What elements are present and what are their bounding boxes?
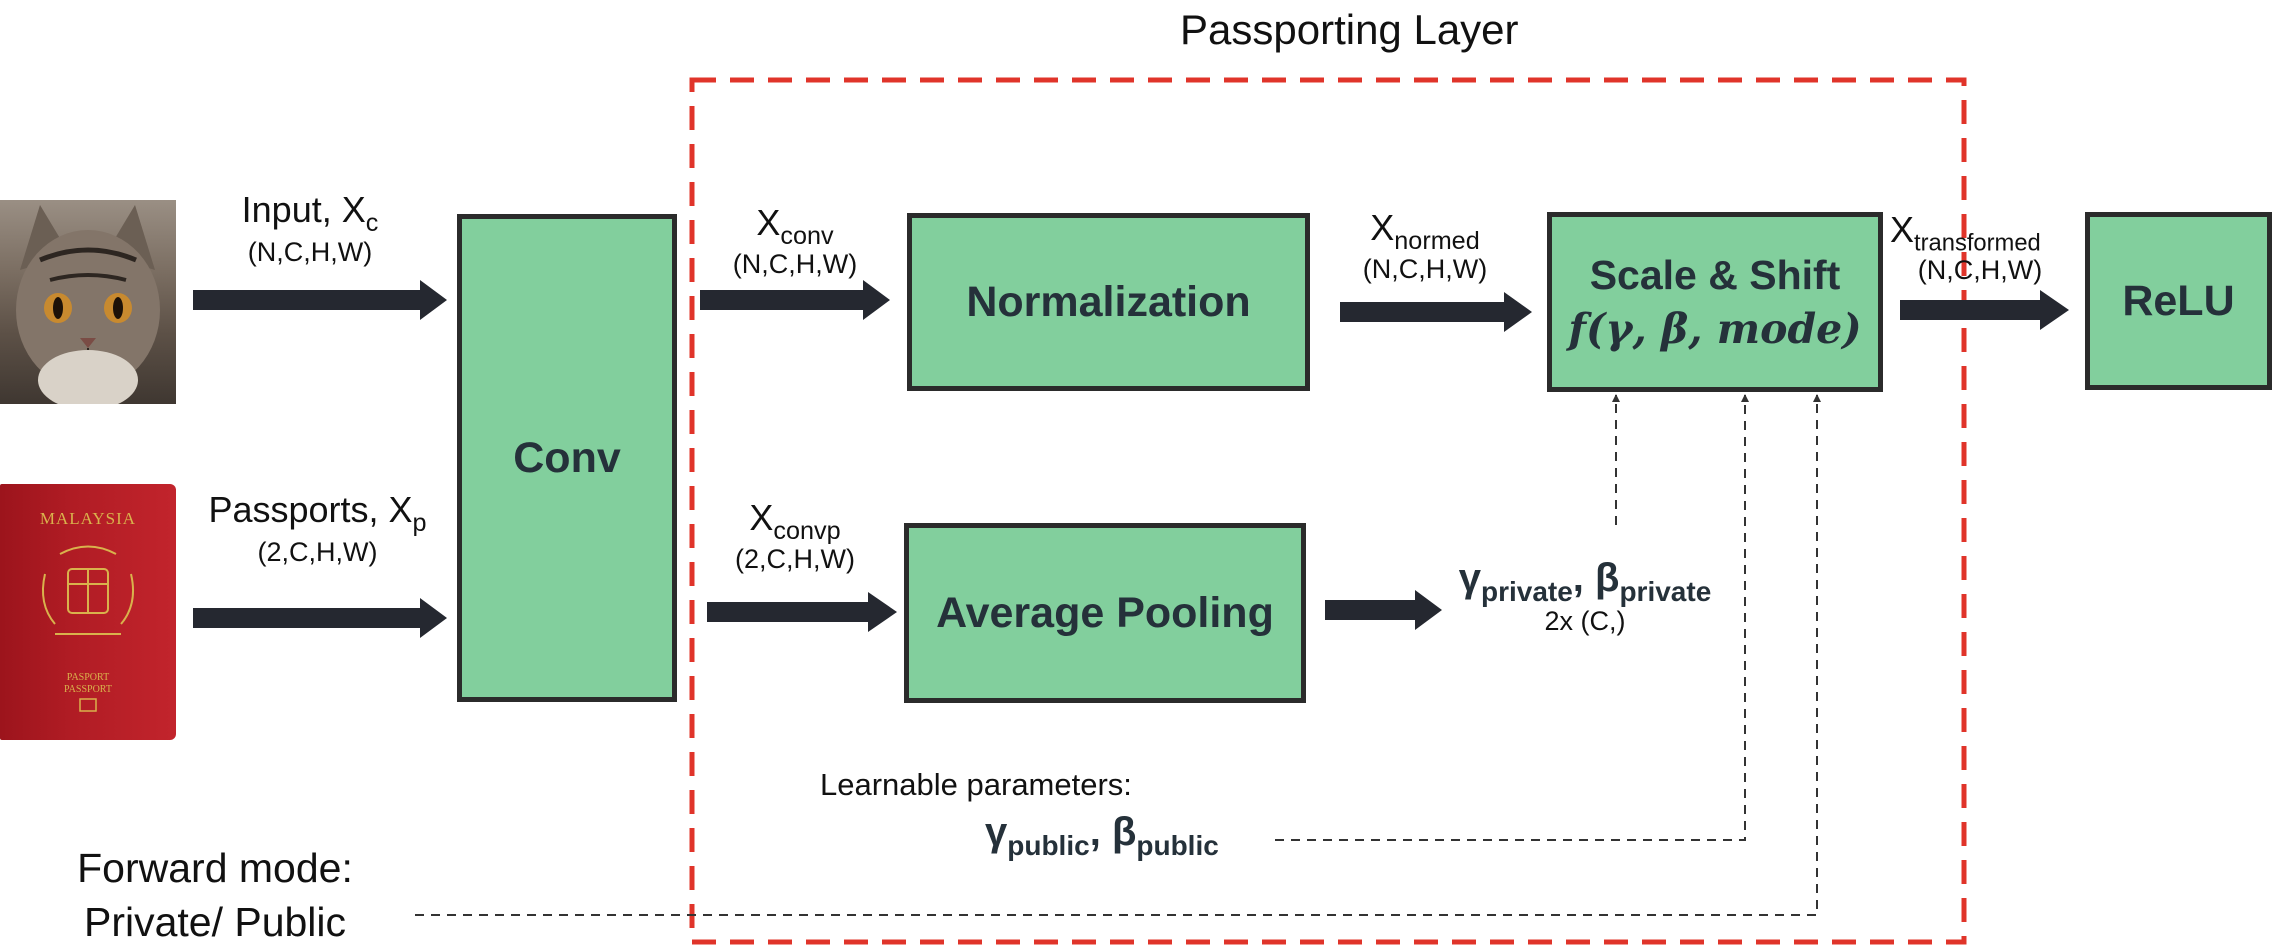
normalization-block: Normalization xyxy=(907,213,1310,391)
input-label: Input, Xc xyxy=(241,189,379,237)
xnormed-label: Xnormed xyxy=(1370,207,1480,255)
arrow-conv-to-pool xyxy=(707,592,897,632)
passporting-layer-title: Passporting Layer xyxy=(1180,6,1519,53)
xconvp-dims: (2,C,H,W) xyxy=(735,544,855,574)
xconvp-label: Xconvp xyxy=(749,497,841,545)
xconv-label: Xconv xyxy=(756,202,834,250)
conv-label: Conv xyxy=(513,433,621,482)
arrow-conv-to-norm xyxy=(700,280,890,320)
scale-shift-formula: f(γ, β, mode) xyxy=(1568,304,1862,353)
average-pooling-label: Average Pooling xyxy=(936,588,1274,637)
conv-block: Conv xyxy=(457,214,677,702)
xtransformed-dims: (N,C,H,W) xyxy=(1917,255,2043,285)
forward-mode-line2: Private/ Public xyxy=(83,899,347,945)
average-pooling-block: Average Pooling xyxy=(904,523,1306,703)
xtransformed-label: Xtransformed xyxy=(1890,209,2041,257)
learnable-params-caption: Learnable parameters: xyxy=(820,767,1132,802)
arrow-input-to-conv xyxy=(193,280,447,320)
passport-image: MALAYSIA PASPORT PASSPORT xyxy=(0,484,176,740)
relu-block: ReLU xyxy=(2085,212,2272,390)
passport-label: Passports, Xp xyxy=(208,489,427,537)
passport-cover-title: MALAYSIA xyxy=(39,509,137,528)
scale-shift-label: Scale & Shift xyxy=(1589,251,1841,298)
passport-cover-word1: PASPORT xyxy=(66,672,110,683)
arrow-scale-to-relu xyxy=(1900,290,2069,330)
xconv-dims: (N,C,H,W) xyxy=(732,249,858,279)
dashed-public-to-scale xyxy=(1275,394,1749,841)
passport-cover-word2: PASSPORT xyxy=(64,684,112,695)
scale-shift-block: Scale & Shift f(γ, β, mode) xyxy=(1547,212,1883,392)
relu-label: ReLU xyxy=(2122,276,2235,325)
input-dims: (N,C,H,W) xyxy=(247,237,373,267)
coat-of-arms-icon xyxy=(42,545,134,712)
cat-icon xyxy=(16,205,160,404)
xnormed-dims: (N,C,H,W) xyxy=(1362,254,1488,284)
dashed-mode-to-scale xyxy=(415,394,1821,916)
normalization-label: Normalization xyxy=(966,277,1251,326)
arrow-passport-to-conv xyxy=(193,598,447,638)
forward-mode-line1: Forward mode: xyxy=(77,845,353,891)
private-params-dims: 2x (C,) xyxy=(1544,606,1626,636)
arrow-pool-to-params xyxy=(1325,590,1442,630)
passport-dims: (2,C,H,W) xyxy=(257,537,378,567)
private-params-label: γprivate, βprivate xyxy=(1458,556,1712,607)
cat-image xyxy=(0,200,176,404)
public-params-label: γpublic, βpublic xyxy=(985,810,1219,861)
arrow-norm-to-scale xyxy=(1340,292,1532,332)
